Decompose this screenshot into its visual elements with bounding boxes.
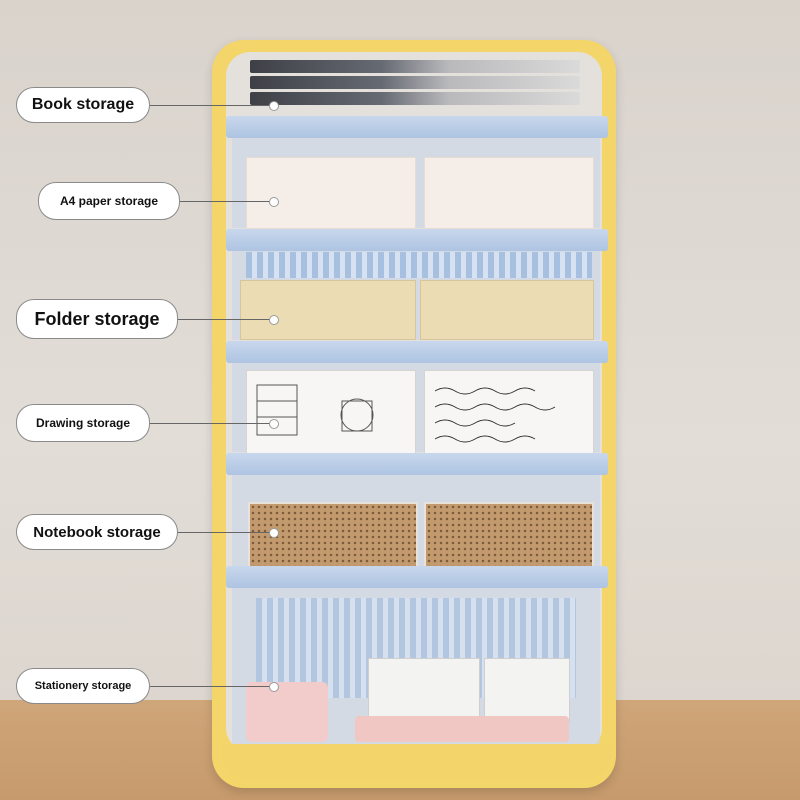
shelf-rim [226, 341, 608, 363]
callout-dot [269, 315, 279, 325]
callout-dot [269, 197, 279, 207]
marker-box [368, 658, 480, 722]
book [250, 76, 580, 89]
leader-line [178, 532, 273, 533]
spiral-notebook [424, 502, 594, 568]
leader-line [150, 105, 273, 106]
marker-box [484, 658, 570, 722]
stacked-books [250, 58, 580, 114]
shelf-rim [226, 453, 608, 475]
drawing-sketch [256, 384, 374, 436]
label-a4-paper-storage: A4 paper storage [38, 182, 180, 220]
handwritten-notes [424, 370, 594, 456]
pen-tray [355, 716, 569, 742]
shelf-rim [226, 116, 608, 138]
book [250, 60, 580, 73]
pencil-sharpener [246, 682, 328, 742]
leader-line [178, 319, 273, 320]
leader-line [150, 423, 273, 424]
callout-dot [269, 101, 279, 111]
technical-drawing [246, 370, 416, 456]
folder [420, 280, 594, 340]
folder [240, 280, 416, 340]
a4-paper-stack [246, 157, 416, 229]
book [250, 92, 580, 105]
shelf-slats [246, 252, 592, 278]
a4-paper-stack [424, 157, 594, 229]
label-stationery-storage: Stationery storage [16, 668, 150, 704]
label-drawing-storage: Drawing storage [16, 404, 150, 442]
label-folder-storage: Folder storage [16, 299, 178, 339]
label-book-storage: Book storage [16, 87, 150, 123]
label-notebook-storage: Notebook storage [16, 514, 178, 550]
callout-dot [269, 528, 279, 538]
callout-dot [269, 682, 279, 692]
leader-line [180, 201, 273, 202]
leader-line [150, 686, 273, 687]
shelf-rim [226, 229, 608, 251]
callout-dot [269, 419, 279, 429]
organizer-base [222, 744, 612, 778]
notes-scribble [434, 387, 556, 443]
shelf-rim [226, 566, 608, 588]
